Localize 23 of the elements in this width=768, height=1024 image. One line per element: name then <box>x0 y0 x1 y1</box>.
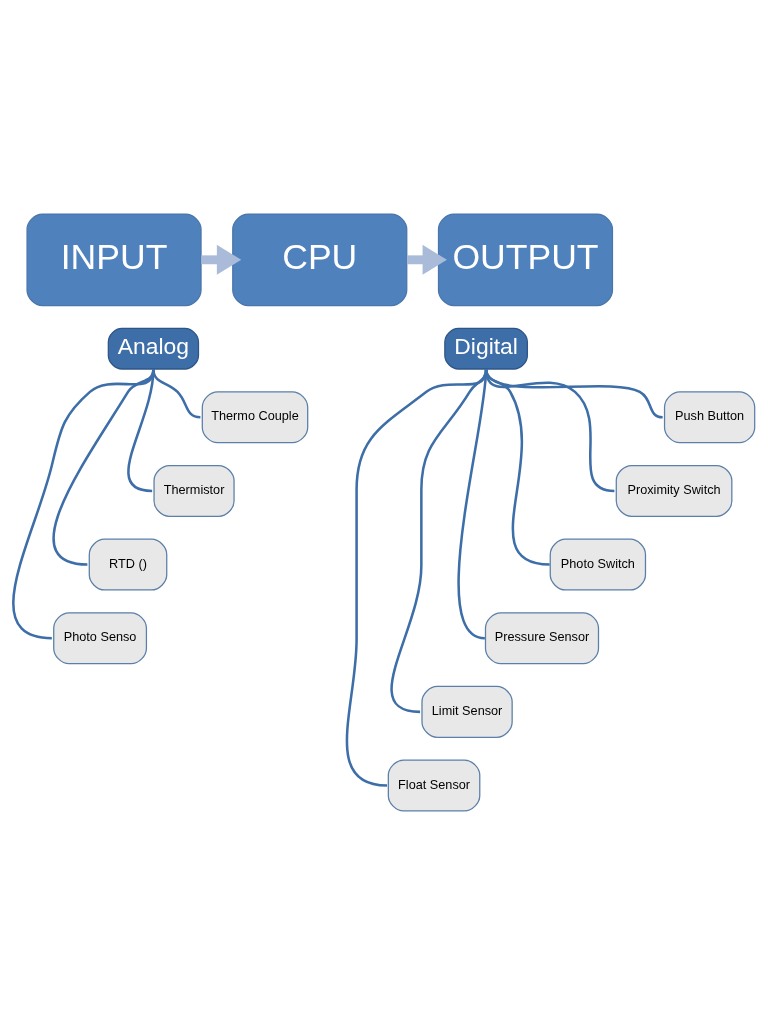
node-box: Float Sensor <box>387 759 481 812</box>
node-box: Analog <box>107 327 200 370</box>
connector <box>484 368 663 419</box>
connector <box>484 368 550 566</box>
node-box: Limit Sensor <box>421 685 513 738</box>
node-box: INPUT <box>26 212 202 306</box>
node-box: Proximity Switch <box>615 464 733 517</box>
node-box: RTD () <box>88 538 168 591</box>
node-box: Photo Switch <box>549 538 647 591</box>
connector <box>52 368 155 566</box>
node-box: Push Button <box>663 390 756 443</box>
node-box: Thermistor <box>153 464 235 517</box>
connector <box>345 368 488 787</box>
arrow <box>201 244 242 275</box>
connector <box>127 368 155 492</box>
node-box: CPU <box>232 212 408 306</box>
connector <box>12 368 155 639</box>
node-box: Photo Senso <box>53 611 148 664</box>
node-box: Thermo Couple <box>201 390 309 443</box>
node-box: Pressure Sensor <box>484 611 600 664</box>
arrow <box>406 244 447 275</box>
node-box: Digital <box>444 327 529 370</box>
node-box: OUTPUT <box>437 212 614 306</box>
